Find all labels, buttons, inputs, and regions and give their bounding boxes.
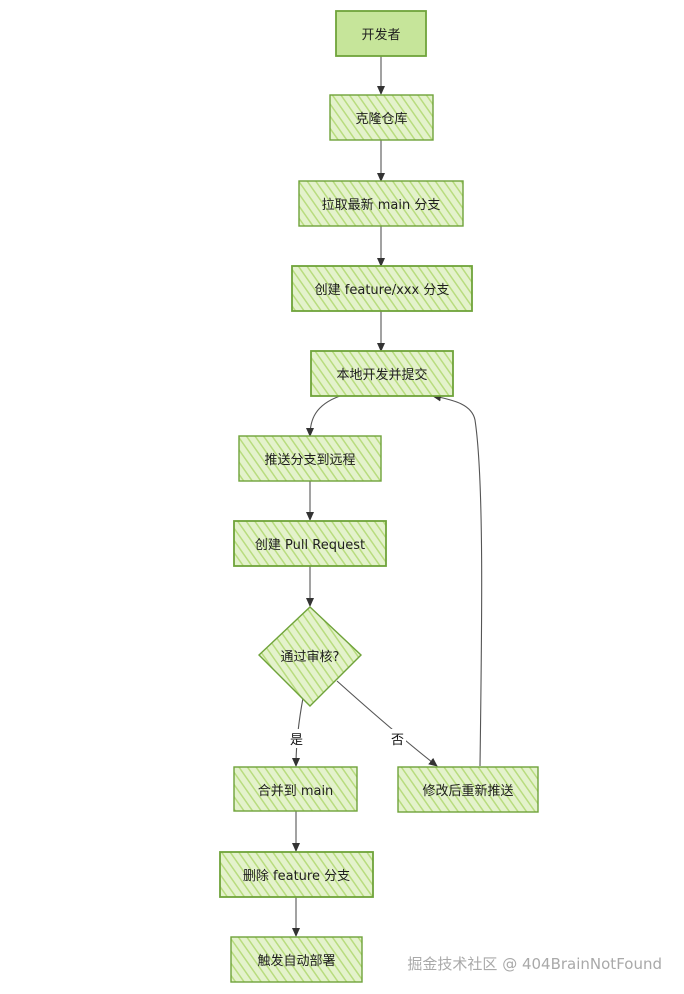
node-delete-branch-box	[219, 851, 374, 898]
watermark-text: 掘金技术社区 @ 404BrainNotFound	[407, 955, 662, 973]
node-deploy-box	[230, 936, 363, 983]
node-local-dev-box	[310, 350, 454, 397]
node-push-remote-box	[238, 435, 382, 482]
node-create-branch-box	[291, 265, 473, 312]
node-create-pr-box	[233, 520, 387, 567]
node-clone-box	[329, 94, 434, 141]
node-review-diamond	[257, 606, 363, 707]
edge-review-fix	[336, 680, 438, 767]
node-developer-box	[335, 10, 427, 57]
edge-label-no: 否	[389, 729, 407, 748]
node-merge-main-box	[233, 766, 358, 812]
edge-fix-local	[432, 393, 483, 767]
edge-local-push	[306, 395, 341, 437]
node-fix-push-box	[397, 766, 539, 813]
node-pull-main-box	[298, 180, 464, 227]
edge-label-yes: 是	[288, 729, 306, 748]
